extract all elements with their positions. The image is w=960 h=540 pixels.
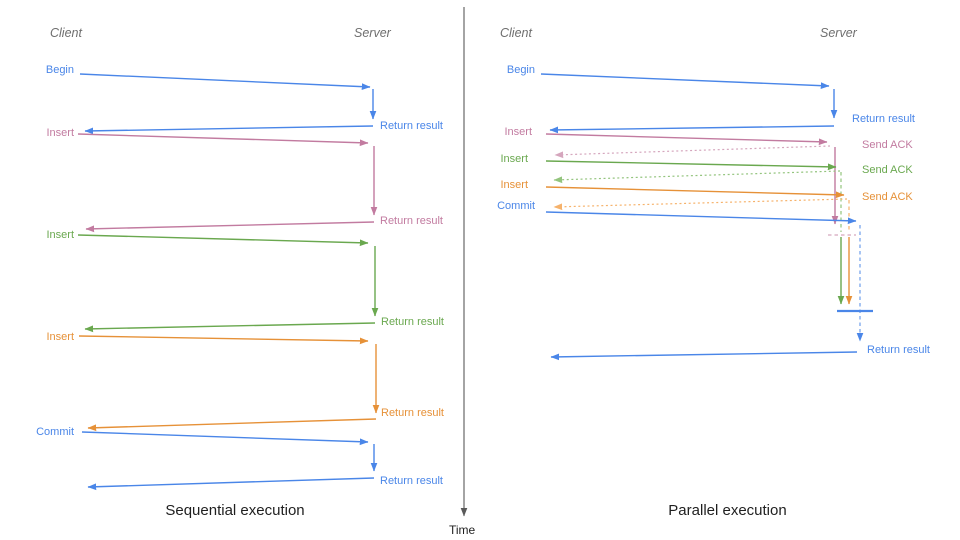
seq-begin-return-line <box>84 125 374 135</box>
par-commit-return-line <box>550 351 858 361</box>
par-begin-request-line <box>540 73 830 90</box>
seq-insert2-label: Insert <box>46 229 74 241</box>
seq-server-header: Server <box>354 26 391 40</box>
seq-commit-return-line <box>87 477 375 491</box>
seq-insert2-return-line <box>84 322 376 333</box>
seq-insert3-request-line <box>78 335 369 345</box>
seq-insert1-request-line <box>77 133 369 147</box>
par-insert1-label: Insert <box>504 126 532 138</box>
par-insert1-request-line <box>545 133 828 146</box>
parallel-title: Parallel execution <box>668 502 787 519</box>
seq-insert3-label: Insert <box>46 331 74 343</box>
par-insert3-ack-line <box>553 198 848 211</box>
par-insert3-ack-label: Send ACK <box>862 191 913 203</box>
par-begin-return-line <box>549 125 835 134</box>
seq-insert1-response-label: Return result <box>380 215 443 227</box>
seq-insert2-response-label: Return result <box>381 316 444 328</box>
seq-commit-request-line <box>81 431 369 446</box>
par-server-header: Server <box>820 26 857 40</box>
time-axis-label: Time <box>449 523 476 537</box>
seq-begin-response-label: Return result <box>380 120 443 132</box>
seq-begin-request-line <box>79 73 371 91</box>
par-commit-request-line <box>545 211 857 225</box>
seq-insert1-label: Insert <box>46 127 74 139</box>
parallel-panel-lines <box>540 73 873 361</box>
par-insert2-label: Insert <box>500 153 528 165</box>
seq-commit-label: Commit <box>36 426 74 438</box>
seq-insert3-response-label: Return result <box>381 407 444 419</box>
seq-commit-response-label: Return result <box>380 475 443 487</box>
sequential-title: Sequential execution <box>165 502 305 519</box>
par-commit-response-label: Return result <box>867 344 930 356</box>
par-insert3-label: Insert <box>500 179 528 191</box>
par-insert2-request-line <box>545 160 837 171</box>
par-insert3-request-line <box>545 186 845 199</box>
par-commit-label: Commit <box>497 200 535 212</box>
par-begin-label: Begin <box>506 64 535 76</box>
par-begin-response-label: Return result <box>852 113 915 125</box>
seq-begin-label: Begin <box>45 64 74 76</box>
seq-insert2-request-line <box>77 234 369 247</box>
sequential-panel-lines <box>77 73 380 491</box>
seq-insert1-return-line <box>85 221 375 233</box>
par-client-header: Client <box>500 26 532 40</box>
par-insert2-ack-label: Send ACK <box>862 164 913 176</box>
par-insert2-ack-line <box>553 170 841 184</box>
par-insert1-ack-line <box>554 145 831 159</box>
seq-client-header: Client <box>50 26 82 40</box>
seq-insert3-return-line <box>87 418 377 432</box>
par-insert1-ack-label: Send ACK <box>862 139 913 151</box>
